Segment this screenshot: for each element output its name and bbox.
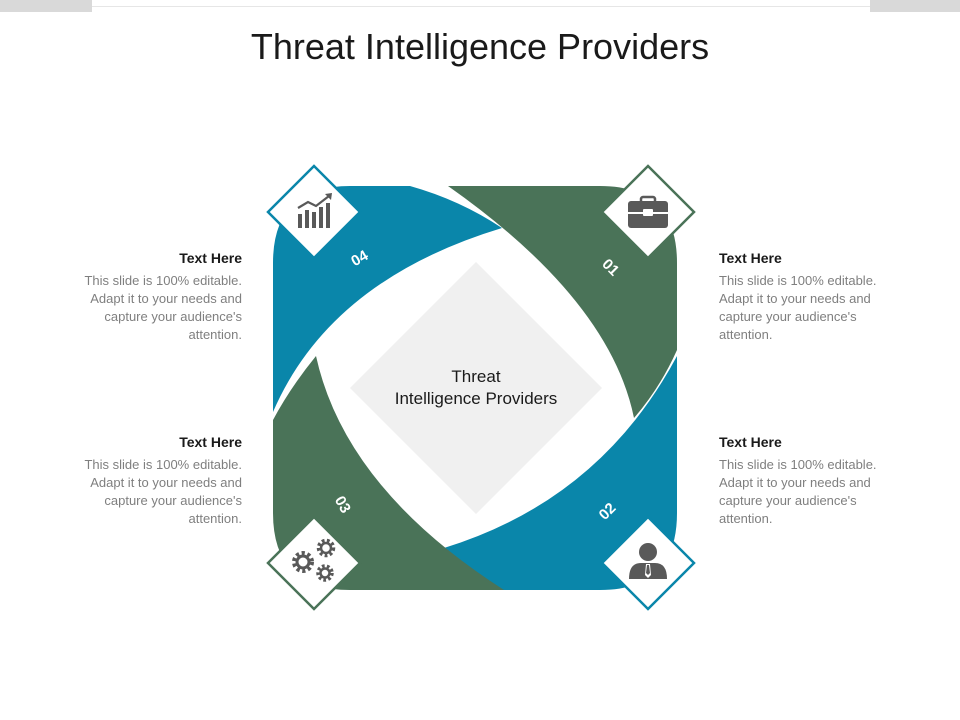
center-diamond xyxy=(350,262,602,514)
page-title: Threat Intelligence Providers xyxy=(250,26,710,67)
segment-03 xyxy=(273,356,504,590)
briefcase-icon xyxy=(628,195,668,228)
segment-04-number: 04 xyxy=(348,247,372,270)
user-icon xyxy=(629,543,667,579)
text-block-bottom-left: Text Here This slide is 100% editable. A… xyxy=(72,434,242,528)
center-label-line1: Threat xyxy=(451,367,501,386)
gears-icon xyxy=(292,538,336,582)
segment-01 xyxy=(448,186,677,418)
text-block-body: This slide is 100% editable. Adapt it to… xyxy=(84,273,242,342)
text-block-heading: Text Here xyxy=(179,250,242,266)
icon-badge-04 xyxy=(266,164,362,260)
text-block-body: This slide is 100% editable. Adapt it to… xyxy=(719,457,877,526)
text-block-heading: Text Here xyxy=(719,434,782,450)
growth-chart-icon xyxy=(297,193,332,228)
center-label: Threat Intelligence Providers xyxy=(366,366,586,410)
segment-03-number: 03 xyxy=(331,493,354,516)
text-block-body: This slide is 100% editable. Adapt it to… xyxy=(84,457,242,526)
icon-badge-02 xyxy=(600,515,696,611)
icon-badge-03 xyxy=(266,515,362,611)
text-block-bottom-right: Text Here This slide is 100% editable. A… xyxy=(719,434,889,528)
text-block-body: This slide is 100% editable. Adapt it to… xyxy=(719,273,877,342)
top-divider xyxy=(92,6,870,7)
segment-02 xyxy=(444,356,677,590)
text-block-heading: Text Here xyxy=(719,250,782,266)
text-block-top-right: Text Here This slide is 100% editable. A… xyxy=(719,250,889,344)
text-block-top-left: Text Here This slide is 100% editable. A… xyxy=(72,250,242,344)
text-block-heading: Text Here xyxy=(179,434,242,450)
top-left-bar xyxy=(0,0,92,12)
center-label-line2: Intelligence Providers xyxy=(394,389,558,408)
top-right-bar xyxy=(870,0,960,12)
icon-badge-01 xyxy=(600,164,696,260)
